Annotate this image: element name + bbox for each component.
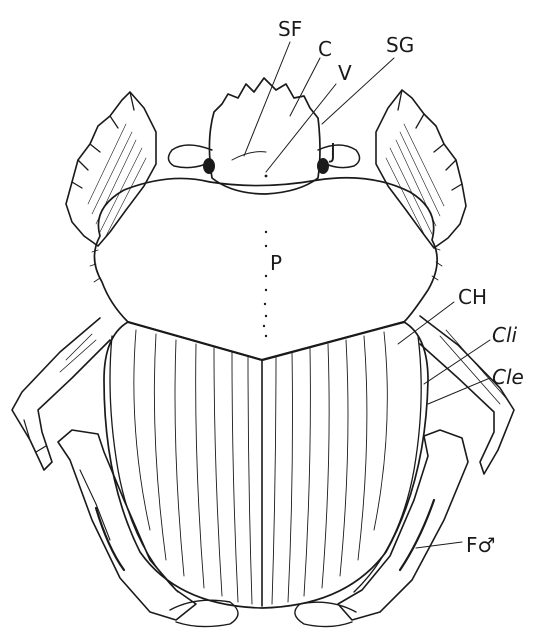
label-Cli: Cli (492, 323, 518, 347)
elytra-striae (134, 330, 387, 604)
label-J: J (328, 139, 336, 163)
leader-F (416, 542, 462, 548)
head (168, 78, 359, 194)
left-hindleg (58, 430, 238, 627)
pronotum-midline-dots (263, 231, 267, 337)
leader-C (290, 58, 320, 116)
label-SG: SG (386, 33, 414, 57)
elytra (104, 322, 428, 608)
label-C: C (318, 37, 332, 61)
labels: SF C V SG J P CH Cli Cle F♂ (270, 17, 524, 557)
label-F-male: F♂ (466, 533, 495, 557)
pronotum (90, 178, 442, 360)
leader-SF (244, 42, 290, 156)
right-fore-tibia (376, 90, 466, 248)
left-fore-tibia (66, 92, 156, 246)
leader-SG (322, 58, 394, 124)
leader-lines (244, 42, 490, 548)
right-hindleg (295, 430, 468, 627)
label-SF: SF (278, 17, 302, 41)
label-P: P (270, 251, 282, 275)
label-Cle: Cle (492, 365, 524, 389)
label-V: V (338, 61, 352, 85)
label-CH: CH (458, 285, 487, 309)
